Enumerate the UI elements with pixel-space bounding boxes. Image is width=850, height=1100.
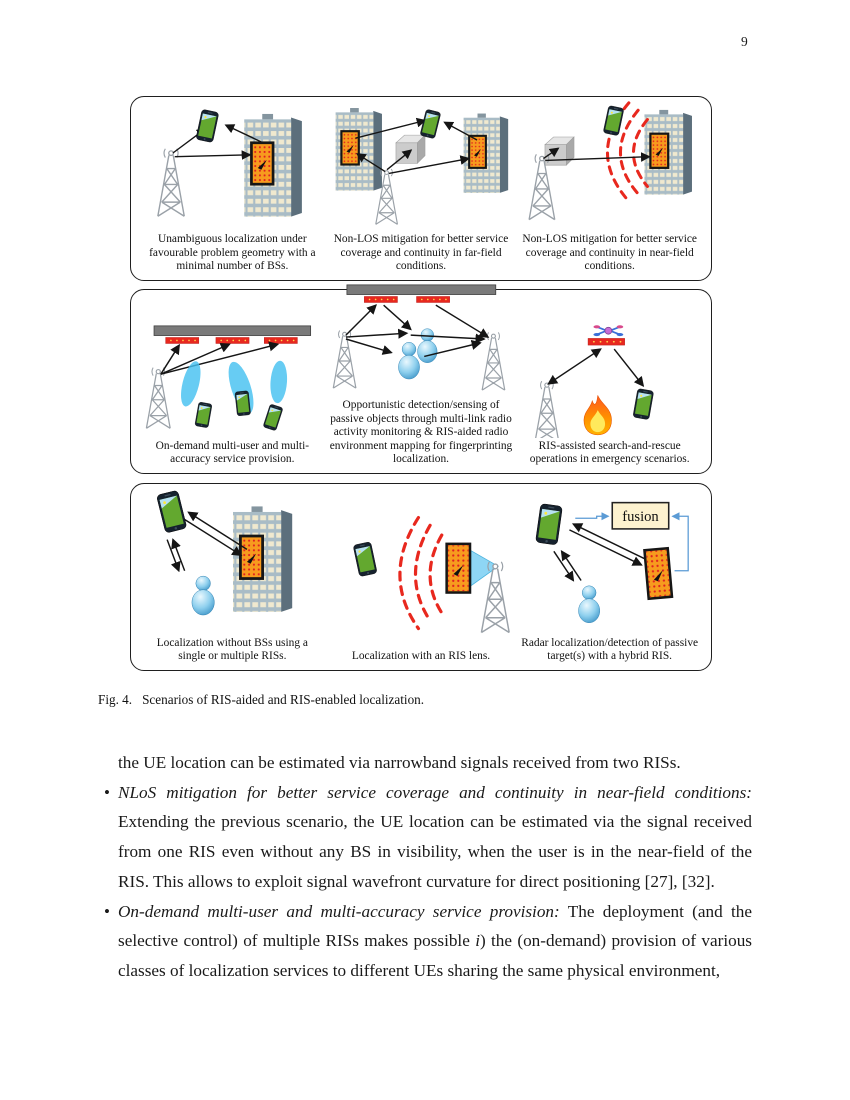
body-text-segment: On-demand multi-user and multi-accuracy … [118,901,560,921]
panel-caption: Unambiguous localization under favourabl… [149,233,316,273]
figure-caption-text: Scenarios of RIS-aided and RIS-enabled l… [142,692,425,707]
body-text-segment: Extending the previous scenario, the UE … [118,812,752,891]
fusion-label: fusion [623,509,660,525]
art-ris-only-localization [155,489,294,616]
art-nlos-nearfield [528,101,694,221]
panel-caption: Opportunistic detection/sensing of passi… [329,399,513,466]
panel-localization-without-bs: Localization without BSs using a single … [138,489,327,664]
figure-row-3: Localization without BSs using a single … [130,483,712,671]
art-multilink-sensing [332,284,506,391]
panel-caption: Non-LOS mitigation for better service co… [522,233,697,273]
art-nlos-farfield [334,107,509,226]
body-text-segment: The deployment (and the selective contro… [118,901,752,951]
bullet-list: NLoS mitigation for better service cover… [98,778,752,986]
panel-nlos-near-field: Non-LOS mitigation for better service co… [515,101,704,274]
panel-caption: On-demand multi-user and multi-accuracy … [155,439,310,466]
panel-radar-hybrid-ris: fusion Radar localization/detection of p… [515,489,704,664]
bullet-item: On-demand multi-user and multi-accuracy … [104,897,752,986]
panel-caption: Non-LOS mitigation for better service co… [333,233,509,273]
figure-row-1: Unambiguous localization under favourabl… [130,96,712,281]
figure-row-2: On-demand multi-user and multi-accuracy … [130,284,712,474]
body-text: the UE location can be estimated via nar… [98,748,752,986]
bullet-item: NLoS mitigation for better service cover… [104,778,752,897]
panel-caption: Localization without BSs using a single … [156,636,308,663]
panel-on-demand-multiuser: On-demand multi-user and multi-accuracy … [138,295,327,467]
panel-search-and-rescue: RIS-assisted search-and-rescue operation… [515,295,704,467]
art-bs-ris-phone [157,109,304,219]
panel-ris-lens: Localization with an RIS lens. [327,489,516,664]
art-ceiling-ris-beams [145,325,312,432]
body-text-segment: NLoS mitigation for better service cover… [118,782,752,802]
body-text-segment: i [475,931,480,951]
art-hybrid-ris-radar: fusion [535,501,690,623]
fusion-box [611,501,670,530]
art-drone-rescue [534,324,655,438]
panel-unambiguous-localization: Unambiguous localization under favourabl… [138,102,327,274]
page-number: 9 [741,34,748,49]
panel-nlos-far-field: Non-LOS mitigation for better service co… [327,102,516,274]
figure-caption: Fig. 4. Scenarios of RIS-aided and RIS-en… [98,692,424,708]
figure-label: Fig. 4. [98,692,133,707]
panel-opportunistic-sensing: Opportunistic detection/sensing of passi… [327,284,516,467]
panel-caption: Radar localization/detection of passive … [521,636,699,663]
paragraph-continuation: the UE location can be estimated via nar… [118,753,681,772]
body-text-segment: ) the (on-demand) provision of various c… [118,931,752,980]
panel-caption: Localization with an RIS lens. [351,650,491,663]
panel-caption: RIS-assisted search-and-rescue operation… [529,439,690,466]
art-ris-lens [352,516,510,634]
